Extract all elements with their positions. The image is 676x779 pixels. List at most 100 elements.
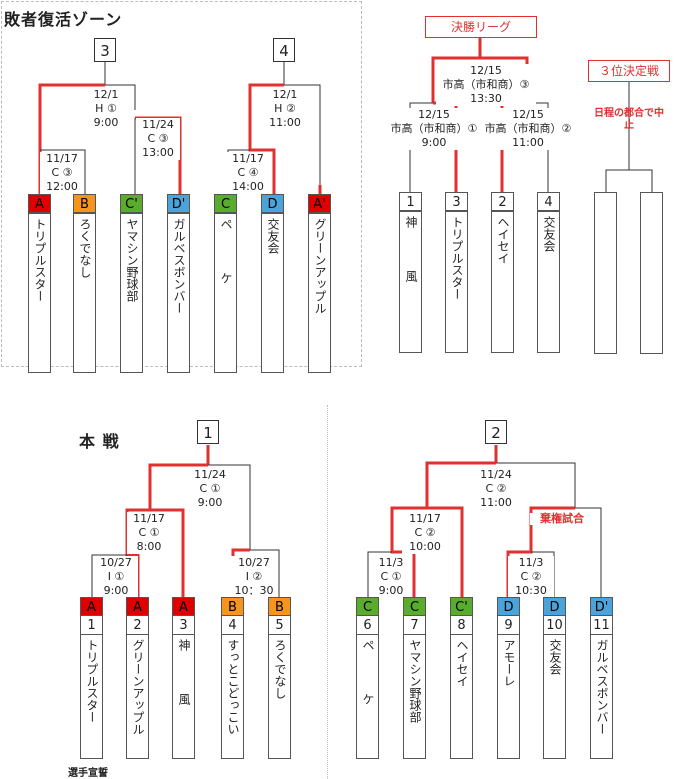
oath-label: 選手宣誓 [68, 768, 108, 779]
team-name: アモーレ [497, 635, 520, 759]
team-name: ペ ケ [214, 213, 237, 373]
final-league-title: 決勝リーグ [425, 16, 537, 38]
third-place-slot [640, 192, 663, 354]
team-name: ヤマシン野球部 [403, 635, 426, 759]
team-column: A トリプルスター [28, 194, 51, 373]
team-column: A 3 神 風 [172, 597, 195, 759]
team-column: 1 神 風 [399, 192, 422, 353]
team-column: D' ガルベスボンバー [167, 194, 190, 373]
group-badge: D [497, 597, 520, 616]
third-place-title: ３位決定戦 [588, 60, 670, 82]
team-name: ろくでなし [268, 635, 291, 759]
round-box-4: 4 [273, 38, 295, 62]
round-box-1: 1 [197, 420, 219, 444]
team-column: 3 トリプルスター [445, 192, 468, 353]
team-name: 神 風 [172, 635, 195, 759]
group-badge: C [214, 194, 237, 213]
team-column: C 7 ヤマシン野球部 [403, 597, 426, 759]
team-name: ペ ケ [356, 635, 379, 759]
team-number: 4 [537, 192, 560, 211]
group-badge: D' [167, 194, 190, 213]
group-badge: A' [308, 194, 331, 213]
group-badge: A [80, 597, 103, 616]
group-badge: B [73, 194, 96, 213]
team-number: 4 [221, 616, 244, 635]
team-column: D 交友会 [261, 194, 284, 373]
team-name: ガルベスボンバー [590, 635, 613, 759]
team-number: 9 [497, 616, 520, 635]
group-badge: C [356, 597, 379, 616]
team-number: 7 [403, 616, 426, 635]
team-number: 3 [445, 192, 468, 211]
team-column: C ペ ケ [214, 194, 237, 373]
team-name: 交友会 [261, 213, 284, 373]
team-number: 11 [590, 616, 613, 635]
team-number: 5 [268, 616, 291, 635]
group-badge: C' [120, 194, 143, 213]
team-name: グリーンアップル [308, 213, 331, 373]
team-name: 交友会 [537, 211, 560, 353]
group-badge: A [28, 194, 51, 213]
round-box-2: 2 [485, 420, 507, 444]
team-column: A' グリーンアップル [308, 194, 331, 373]
team-column: D' 11 ガルベスボンバー [590, 597, 613, 759]
team-column: 2 ヘイセイ [491, 192, 514, 353]
team-number: 1 [399, 192, 422, 211]
group-badge: D [261, 194, 284, 213]
consolation-bracket-4 [227, 62, 322, 196]
forfeit-note: 棄権試合 [530, 513, 594, 525]
team-column: A 2 グリーンアップル [126, 597, 149, 759]
team-number: 6 [356, 616, 379, 635]
team-name: ヘイセイ [491, 211, 514, 353]
consolation-title: 敗者復活ゾーン [4, 10, 123, 29]
team-column: C' 8 ヘイセイ [450, 597, 473, 759]
team-name: ヤマシン野球部 [120, 213, 143, 373]
section-divider [327, 405, 328, 779]
group-badge: B [268, 597, 291, 616]
third-place-note: 日程の都合で中止 [594, 108, 664, 131]
team-name: トリプルスター [80, 635, 103, 759]
group-badge: B [221, 597, 244, 616]
group-badge: D [543, 597, 566, 616]
team-name: 交友会 [543, 635, 566, 759]
team-column: D 9 アモーレ [497, 597, 520, 759]
team-name: ガルベスボンバー [167, 213, 190, 373]
team-name: 神 風 [399, 211, 422, 353]
group-badge: C [403, 597, 426, 616]
team-number: 3 [172, 616, 195, 635]
team-name: ろくでなし [73, 213, 96, 373]
group-badge: A [172, 597, 195, 616]
team-column: D 10 交友会 [543, 597, 566, 759]
team-number: 8 [450, 616, 473, 635]
team-column: A 1 トリプルスター [80, 597, 103, 759]
team-number: 10 [543, 616, 566, 635]
team-column: B 5 ろくでなし [268, 597, 291, 759]
main-title: 本 戦 [79, 432, 120, 451]
team-column: C 6 ペ ケ [356, 597, 379, 759]
team-name: すっとこどっこい [221, 635, 244, 759]
team-number: 2 [126, 616, 149, 635]
team-name: ヘイセイ [450, 635, 473, 759]
team-column: B 4 すっとこどっこい [221, 597, 244, 759]
team-name: トリプルスター [28, 213, 51, 373]
team-name: グリーンアップル [126, 635, 149, 759]
group-badge: D' [590, 597, 613, 616]
round-box-3: 3 [94, 38, 116, 62]
group-badge: A [126, 597, 149, 616]
team-column: B ろくでなし [73, 194, 96, 373]
